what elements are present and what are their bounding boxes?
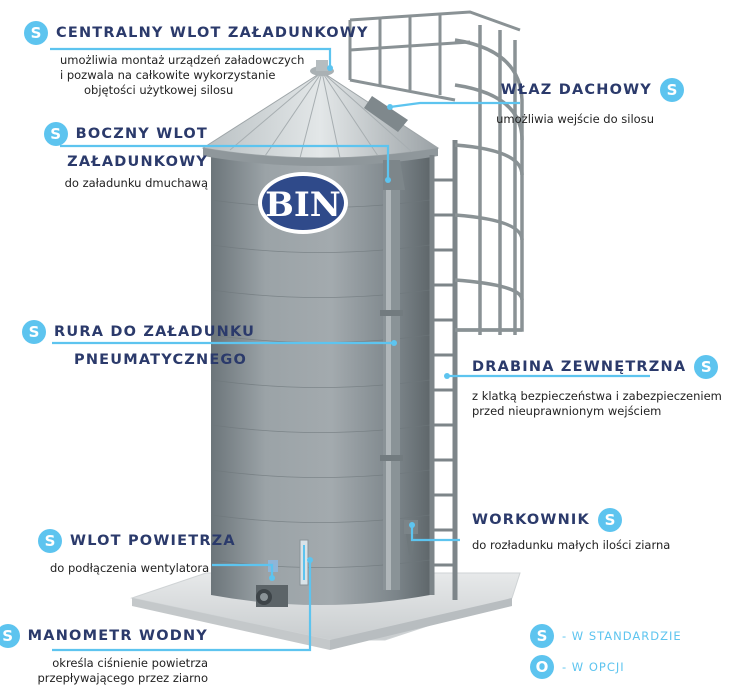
callout-desc: umożliwia montaż urządzeń załadowczych i… (60, 53, 369, 98)
legend-option: O - W OPCJI (530, 655, 682, 679)
callout-title: MANOMETR WODNY (28, 628, 208, 644)
option-badge-icon: O (530, 655, 554, 679)
callout-desc: do rozładunku małych ilości ziarna (472, 538, 670, 553)
air-inlet (256, 585, 288, 607)
callout-roof-hatch: WŁAZ DACHOWY S umożliwia wejście do silo… (496, 78, 684, 127)
callout-title-line2: ZAŁADUNKOWY (44, 154, 208, 170)
callout-central-inlet: S CENTRALNY WLOT ZAŁADUNKOWY umożliwia m… (24, 21, 369, 98)
standard-badge-icon: S (530, 624, 554, 648)
callout-desc: do załadunku dmuchawą (44, 176, 208, 191)
callout-desc: określa ciśnienie powietrza przepływając… (0, 656, 208, 686)
legend-option-label: - W OPCJI (562, 660, 625, 674)
callout-side-inlet: S BOCZNY WLOT ZAŁADUNKOWY do załadunku d… (44, 122, 208, 191)
callout-desc: z klatką bezpieczeństwa i zabezpieczenie… (472, 389, 722, 419)
callout-title: WŁAZ DACHOWY (501, 82, 652, 98)
standard-badge-icon: S (22, 320, 46, 344)
standard-badge-icon: S (38, 529, 62, 553)
legend-standard-label: - W STANDARDZIE (562, 629, 682, 643)
callout-title: WORKOWNIK (472, 512, 590, 528)
callout-manometer: S MANOMETR WODNY określa ciśnienie powie… (0, 624, 208, 686)
callout-desc: do podłączenia wentylatora (50, 561, 236, 576)
callout-title: CENTRALNY WLOT ZAŁADUNKOWY (56, 25, 369, 41)
callout-title: BOCZNY WLOT (76, 126, 208, 142)
standard-badge-icon: S (44, 122, 68, 146)
callout-title: DRABINA ZEWNĘTRZNA (472, 359, 686, 375)
standard-badge-icon: S (694, 355, 718, 379)
legend-standard: S - W STANDARDZIE (530, 624, 682, 648)
standard-badge-icon: S (660, 78, 684, 102)
callout-pneumatic-pipe: S RURA DO ZAŁADUNKU PNEUMATYCZNEGO (22, 320, 255, 368)
callout-title: WLOT POWIETRZA (70, 533, 236, 549)
logo-text: BIN (265, 185, 341, 225)
standard-badge-icon: S (0, 624, 20, 648)
standard-badge-icon: S (24, 21, 48, 45)
standard-badge-icon: S (598, 508, 622, 532)
callout-ladder: DRABINA ZEWNĘTRZNA S z klatką bezpieczeń… (472, 355, 722, 419)
bin-logo: BIN (258, 172, 348, 234)
callout-title-line2: PNEUMATYCZNEGO (74, 352, 255, 368)
callout-desc: umożliwia wejście do silosu (496, 112, 654, 127)
callout-bagger: WORKOWNIK S do rozładunku małych ilości … (472, 508, 670, 553)
callout-air-inlet: S WLOT POWIETRZA do podłączenia wentylat… (38, 529, 236, 576)
legend: S - W STANDARDZIE O - W OPCJI (530, 624, 682, 679)
callout-title: RURA DO ZAŁADUNKU (54, 324, 255, 340)
